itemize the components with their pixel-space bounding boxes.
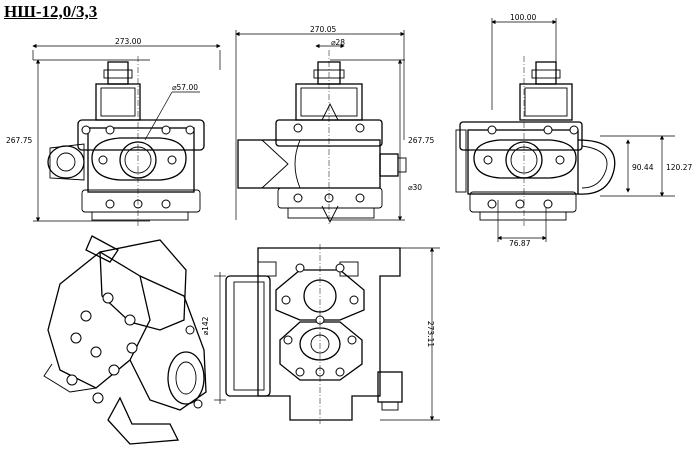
right-bottom-width: 76.87 — [509, 239, 531, 248]
side-outlet-dia: ⌀30 — [408, 183, 422, 192]
right-height-b: 120.27 — [666, 163, 692, 172]
bottom-height-dim: 273.11 — [426, 321, 435, 347]
front-width-dim: 273.00 — [115, 37, 141, 46]
bottom-view: ⌀142 273.11 — [201, 244, 440, 424]
front-height-dim: 267.75 — [6, 136, 32, 145]
side-width-dim: 270.05 — [310, 25, 336, 34]
side-shaft-dia: ⌀28 — [331, 38, 345, 47]
isometric-view — [43, 235, 207, 445]
front-port-dia: ⌀57.00 — [172, 83, 198, 92]
bottom-port-dia: ⌀142 — [201, 316, 210, 335]
side-view: 270.05 ⌀28 267.75 ⌀30 — [235, 25, 434, 226]
right-height-a: 90.44 — [632, 163, 654, 172]
right-view: 100.00 90.44 120.27 76.87 — [455, 13, 692, 248]
drawing-title: НШ-12,0/3,3 — [4, 2, 98, 21]
front-view: 273.00 267.75 ⌀57.00 — [6, 37, 221, 226]
right-top-width: 100.00 — [510, 13, 536, 22]
side-height-dim: 267.75 — [408, 136, 434, 145]
